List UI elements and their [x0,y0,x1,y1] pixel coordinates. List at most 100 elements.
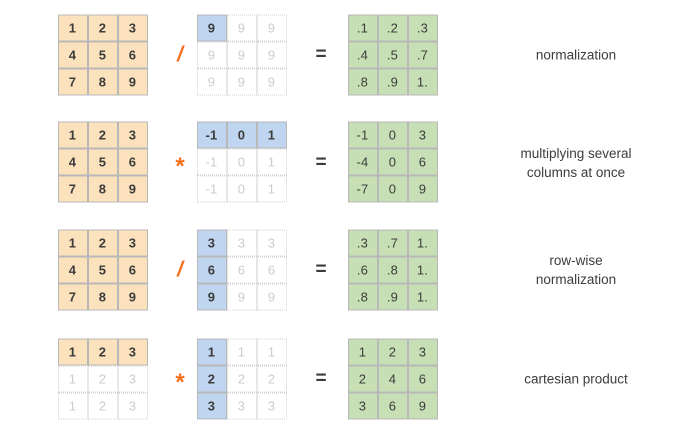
matrix-cell: 0 [226,148,257,176]
matrix-cell: 1. [407,256,438,283]
matrix-cell: 0 [377,175,408,203]
matrix-cell: 9 [226,41,257,68]
matrix-cell: 6 [117,256,148,283]
matrix-cell: 1 [57,121,88,149]
matrix-cell: 9 [117,68,148,95]
matrix-cell: 1 [57,338,88,365]
matrix-cell: 0 [226,175,257,203]
matrix-cell: 9 [256,14,287,41]
matrix-cell: 1. [407,283,438,310]
matrix-cell: -1 [196,148,227,176]
matrix-cell: 3 [196,229,227,256]
matrix-cell: 1 [57,365,88,392]
multiply-operator: * [175,152,185,180]
equals-sign: = [315,259,327,280]
matrix-cell: 9 [256,283,287,310]
matrix-cell: 3 [117,229,148,256]
matrix-cell: 4 [57,41,88,68]
matrix-cell: 4 [377,365,408,392]
matrix-cell: 1. [407,229,438,256]
matrix-cell: 2 [87,229,118,256]
example-caption-slot: multiplying several columns at once [452,144,700,182]
matrix-cell: 9 [256,68,287,95]
matrix-cell: 1 [256,148,287,176]
matrix-cell: .8 [347,283,378,310]
matrix-cell: 2 [256,365,287,392]
matrix-cell: 2 [196,365,227,392]
matrix-cell: 3 [256,229,287,256]
matrix-cell: 3 [196,392,227,419]
matrix-cell: 7 [57,283,88,310]
matrix-cell: 9 [196,14,227,41]
matrix-cell: .5 [377,41,408,68]
matrix-cell: .3 [407,14,438,41]
matrix-cell: 9 [196,41,227,68]
matrix-cell: 3 [117,392,148,419]
matrix-cell: 2 [87,14,118,41]
equals-slot: = [300,153,342,173]
matrix-cell: 1 [256,175,287,203]
divide-operator: / [177,258,183,281]
example-caption: row-wise normalization [535,253,617,287]
matrix-cell: .2 [377,14,408,41]
matrix-cell: 5 [87,41,118,68]
example-caption-slot: cartesian product [452,370,700,389]
matrix-cell: -4 [347,148,378,176]
matrix-cell: 0 [226,121,257,149]
matrix-cell: .3 [347,229,378,256]
matrix-cell: 6 [407,148,438,176]
matrix-cell: 9 [226,14,257,41]
matrix-cell: 3 [117,338,148,365]
example-caption: cartesian product [524,371,628,387]
matrix-cell: 9 [196,283,227,310]
matrix-cell: 3 [117,14,148,41]
matrix-cell: 3 [117,365,148,392]
matrix-cell: 3 [347,392,378,419]
matrix-cell: 8 [87,175,118,203]
matrix-cell: -1 [196,121,227,149]
matrix-cell: 6 [377,392,408,419]
operator-slot: * [160,151,200,178]
matrix-cell: -1 [196,175,227,203]
operator-slot: * [160,367,200,395]
matrix-cell: 3 [226,392,257,419]
matrix-cell: 1 [196,338,227,365]
matrix-cell: .9 [377,283,408,310]
matrix-cell: 3 [407,121,438,149]
matrix-cell: 9 [117,175,148,203]
matrix-cell: .9 [377,68,408,95]
matrix-cell: .8 [377,256,408,283]
matrix-cell: 6 [117,148,148,176]
matrix-cell: 1 [57,14,88,41]
matrix-cell: 5 [87,148,118,176]
matrix-cell: 6 [256,256,287,283]
matrix-cell: 3 [256,392,287,419]
matrix-cell: 0 [377,148,408,176]
matrix-cell: .6 [347,256,378,283]
equals-slot: = [300,45,342,65]
matrix-cell: 1 [256,121,287,149]
matrix-cell: 1 [57,229,88,256]
matrix-cell: 0 [377,121,408,149]
matrix-cell: 6 [226,256,257,283]
equals-sign: = [315,44,327,65]
matrix-cell: 9 [407,392,438,419]
